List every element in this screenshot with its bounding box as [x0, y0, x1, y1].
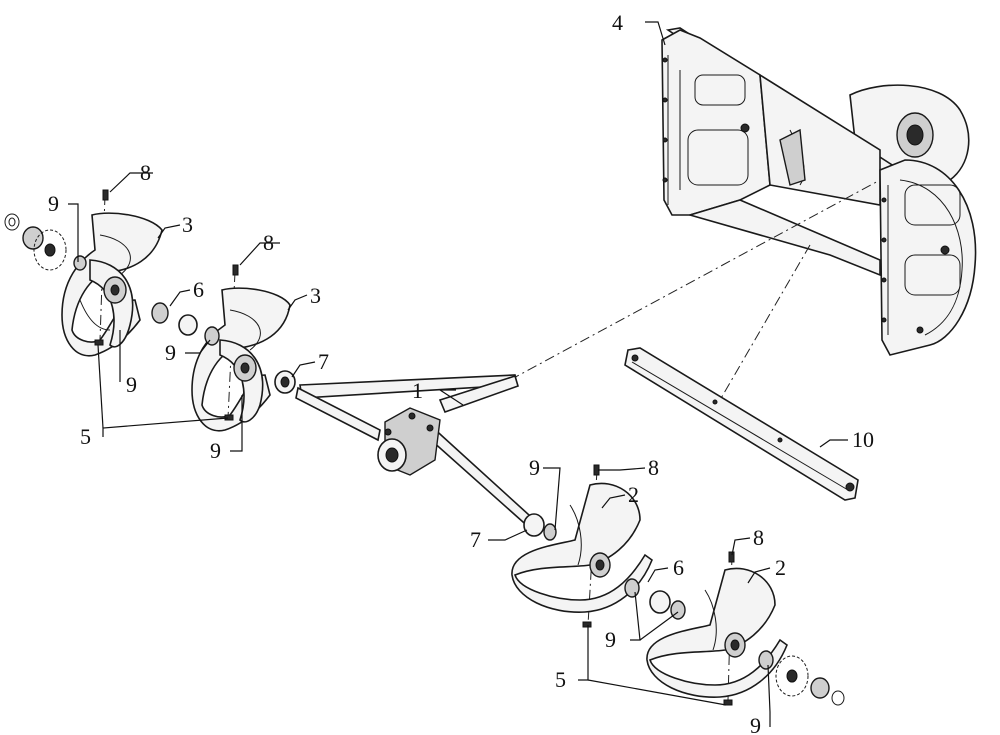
auger-right-outer — [646, 567, 788, 698]
callout-bushing-left: 7 — [318, 349, 329, 374]
callout-bolt-left-a: 8 — [140, 160, 151, 185]
leader-lines — [68, 21, 848, 727]
callout-shear-pin-left: 5 — [80, 424, 91, 449]
callout-spacer-right: 6 — [673, 555, 684, 580]
callout-nut-right-top: 9 — [529, 455, 540, 480]
auger-left-inner — [191, 287, 291, 432]
callout-nut-left-lower: 9 — [126, 372, 137, 397]
housing-rivets — [662, 57, 887, 323]
auger-left-outer — [61, 212, 163, 357]
callout-housing: 4 — [612, 10, 623, 35]
callout-nut-left-mid: 9 — [165, 340, 176, 365]
callout-auger-left-outer: 3 — [182, 212, 193, 237]
callout-nut-right-bottom: 9 — [750, 713, 761, 735]
callout-nut-right-mid: 9 — [605, 627, 616, 652]
left-spacers — [73, 255, 296, 394]
callout-spacer-left: 6 — [193, 277, 204, 302]
callout-shear-pin-right: 5 — [555, 667, 566, 692]
callout-auger-right-inner: 2 — [628, 482, 639, 507]
right-bolts — [582, 464, 735, 706]
callout-bolt-left-b: 8 — [263, 230, 274, 255]
callout-bolt-right-a: 8 — [648, 455, 659, 480]
auger-right-inner — [511, 482, 653, 613]
left-bolts — [94, 189, 239, 421]
callout-bushing-right: 7 — [470, 527, 481, 552]
right-sprocket — [775, 655, 845, 706]
auger-shaft-assembly — [295, 374, 542, 531]
auger-housing — [661, 27, 977, 356]
callout-nut-left-top: 9 — [48, 191, 59, 216]
callout-auger-right-outer: 2 — [775, 555, 786, 580]
scraper-bar — [624, 347, 859, 501]
callout-labels: 4 1 3 3 8 8 6 7 9 9 9 9 5 10 9 8 2 7 2 6… — [48, 10, 874, 735]
callout-nut-left-bottom: 9 — [210, 438, 221, 463]
callout-auger-shaft: 1 — [412, 378, 423, 403]
callout-auger-left-inner: 3 — [310, 283, 321, 308]
callout-bolt-right-b: 8 — [753, 525, 764, 550]
left-sprocket — [4, 213, 67, 271]
callout-scraper-bar: 10 — [852, 427, 874, 452]
